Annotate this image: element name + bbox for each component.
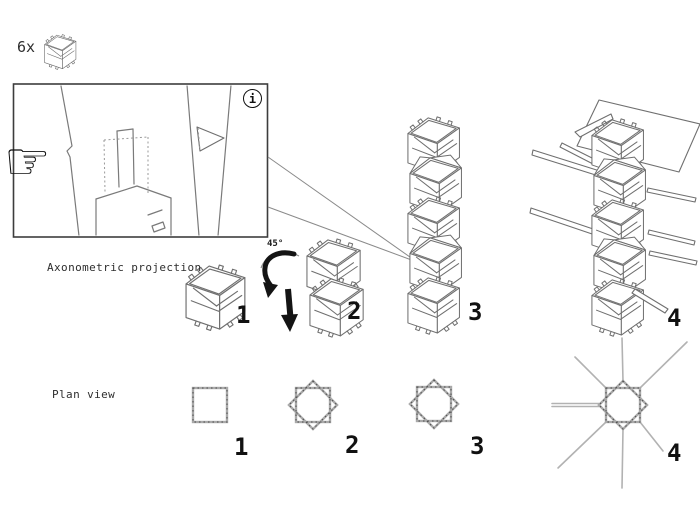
- cube-module-icon: [44, 34, 77, 70]
- axo-step-number-4: 4: [667, 304, 682, 332]
- plan-step-3-figure: [408, 378, 460, 430]
- axonometric-section-label: Axonometric projection: [47, 261, 202, 274]
- parts-quantity-label: 6x: [17, 38, 36, 56]
- axo-step-number-1: 1: [236, 301, 251, 329]
- push-down-arrow-icon: [281, 288, 298, 332]
- info-icon-glyph: i: [248, 91, 257, 106]
- plan-step-1-figure: [191, 386, 229, 424]
- plan-step-2-figure: [287, 379, 339, 431]
- callout-leader-lines: [267, 156, 418, 263]
- axo-step-4-figure: [529, 99, 700, 337]
- info-icon: i: [243, 89, 262, 108]
- axo-step-number-3: 3: [468, 298, 483, 326]
- rotate-45-arrow-icon: [260, 250, 300, 298]
- plan-step-number-2: 2: [345, 431, 360, 459]
- plan-step-number-3: 3: [470, 432, 485, 460]
- rotation-angle-label: 45°: [267, 239, 284, 249]
- plan-step-number-4: 4: [667, 439, 682, 467]
- axo-step-3-figure: [407, 116, 462, 335]
- detail-drawing: [60, 85, 232, 236]
- plan-section-label: Plan view: [52, 388, 116, 401]
- plan-step-4-figure: [551, 337, 688, 489]
- pointing-hand-icon: ☞: [4, 132, 51, 192]
- axo-step-number-2: 2: [347, 297, 362, 325]
- plan-step-number-1: 1: [234, 433, 249, 461]
- detail-callout-box: [12, 83, 269, 238]
